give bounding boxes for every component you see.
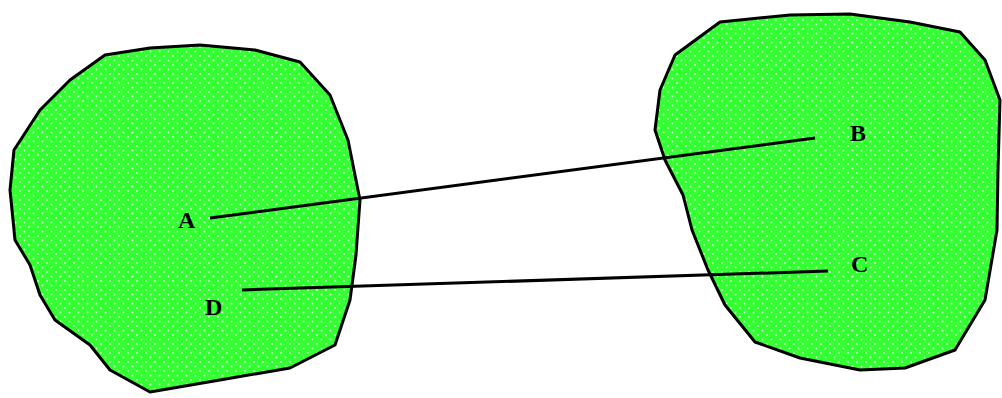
right-island [655, 14, 1000, 370]
point-label: C [851, 252, 868, 276]
point-label: A [178, 208, 195, 232]
point-label: D [205, 295, 222, 319]
point-label: B [850, 121, 866, 145]
bridge-line [242, 271, 828, 290]
left-island [10, 45, 360, 392]
bridge-line [210, 138, 815, 218]
